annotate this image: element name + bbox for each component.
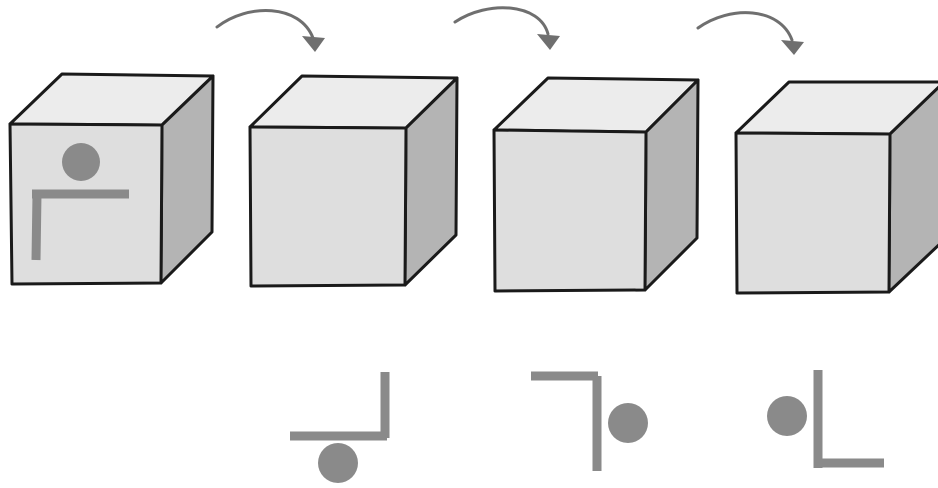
cube-3 (492, 76, 700, 293)
option-3-l-shape (813, 370, 884, 468)
symbol-bracket (31, 189, 129, 261)
cube-4 (734, 80, 938, 295)
option-3[interactable] (767, 370, 884, 468)
option-1-bracket (290, 372, 390, 441)
cube-4-front-face (734, 131, 892, 295)
rotation-arrow-1 (215, 9, 325, 52)
option-3-dot (767, 396, 807, 436)
option-2[interactable] (531, 371, 648, 471)
cube-1 (8, 72, 215, 286)
cube-1-front-symbol (31, 143, 129, 261)
rotation-arrow-2 (453, 6, 560, 50)
cube-1-front-face (8, 122, 164, 286)
rotation-arrows (215, 6, 804, 55)
rotation-arrow-3 (696, 11, 804, 55)
cube-2-front-face (248, 125, 408, 288)
option-2-dot (608, 403, 648, 443)
option-1[interactable] (290, 372, 390, 483)
cube-2 (248, 74, 459, 288)
cube-3-front-face (492, 128, 648, 293)
option-2-hook (531, 371, 602, 471)
option-1-dot (318, 443, 358, 483)
symbol-dot (62, 143, 100, 181)
